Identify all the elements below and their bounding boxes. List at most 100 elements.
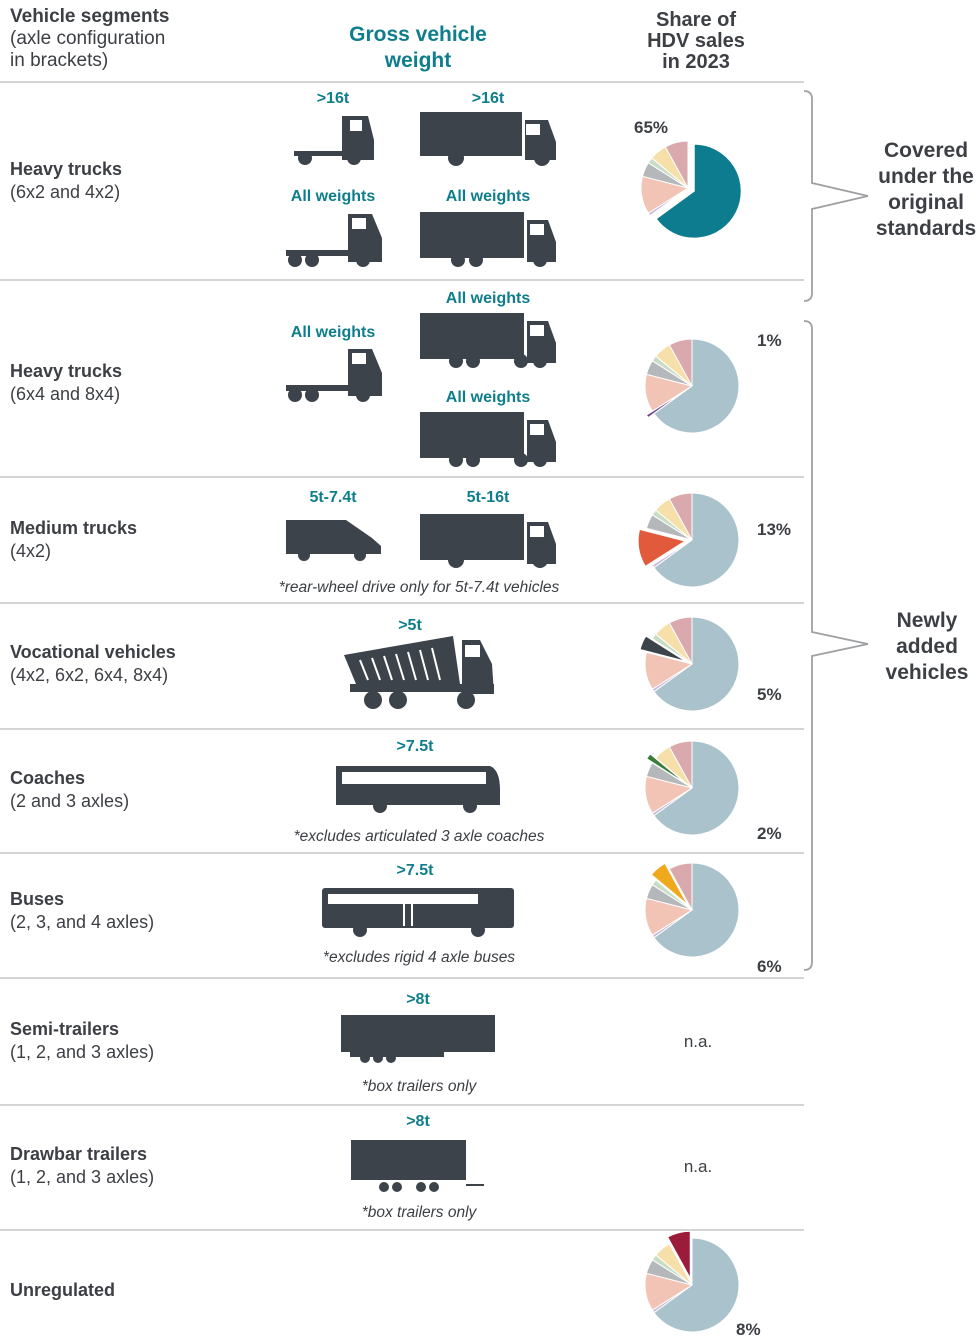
- segment-axles: (6x4 and 8x4): [10, 384, 121, 404]
- group-label-line: vehicles: [885, 661, 969, 684]
- segment-name: Heavy trucks: [10, 361, 123, 381]
- pie-slice: [637, 528, 687, 567]
- row-divider: [0, 1229, 804, 1231]
- row-divider: [0, 1104, 804, 1106]
- share-header: Share of HDV sales in 2023: [630, 10, 762, 73]
- group-label-original: Covered under the original standards: [872, 138, 980, 242]
- pie-slice: [666, 1230, 691, 1279]
- pie-slice: [668, 740, 693, 789]
- row-divider: [0, 977, 804, 979]
- share-label: 65%: [634, 118, 669, 137]
- drawbar-trailer-icon: [351, 1140, 484, 1192]
- pie-slice: [644, 651, 694, 690]
- pie-slice: [653, 1237, 740, 1333]
- segment-axles: (1, 2, and 3 axles): [10, 1167, 155, 1187]
- segment-name: Unregulated: [10, 1280, 116, 1300]
- share-not-available: n.a.: [683, 1157, 713, 1176]
- segments-subtitle-2: in brackets): [10, 50, 109, 71]
- weight-label: All weights: [445, 290, 531, 307]
- pie-slice: [655, 143, 742, 239]
- share-label: 2%: [757, 824, 782, 843]
- bracket-original-standards: [803, 90, 869, 302]
- semi-trailer-icon: [341, 1015, 495, 1063]
- row-footnote: *box trailers only: [361, 1078, 477, 1095]
- share-label: 5%: [757, 685, 782, 704]
- box-truck-icon: [420, 112, 556, 166]
- weight-label: >8t: [406, 1113, 430, 1130]
- segment-name: Semi-trailers: [10, 1019, 120, 1039]
- segment-heavy-trucks-6x2: Heavy trucks (6x2 and 4x2): [10, 158, 122, 204]
- row-footnote: *box trailers only: [361, 1204, 477, 1221]
- pie-slice: [653, 616, 740, 712]
- segment-coaches: Coaches (2 and 3 axles): [10, 767, 129, 813]
- share-not-available: n.a.: [683, 1032, 713, 1051]
- segment-name: Drawbar trailers: [10, 1144, 148, 1164]
- share-header-line3: in 2023: [662, 51, 730, 73]
- segments-subtitle-1: (axle configuration: [10, 28, 166, 49]
- segment-drawbar-trailers: Drawbar trailers (1, 2, and 3 axles): [10, 1143, 154, 1189]
- box-truck-icon: [420, 412, 556, 467]
- row-divider: [0, 602, 804, 604]
- pie-slice: [653, 862, 740, 958]
- pie-slice: [664, 140, 689, 189]
- pie-slice: [655, 1243, 693, 1286]
- segments-title: Vehicle segments: [10, 6, 170, 27]
- box-truck-icon: [420, 313, 556, 368]
- share-label: 13%: [757, 520, 792, 539]
- van-icon: [286, 520, 381, 561]
- segment-axles: (4x2): [10, 541, 52, 561]
- share-label: 6%: [757, 957, 782, 976]
- segment-axles: (2, 3, and 4 axles): [10, 912, 155, 932]
- weight-label: >7.5t: [396, 862, 434, 879]
- group-label-new: Newly added vehicles: [874, 608, 980, 686]
- segment-axles: (1, 2, and 3 axles): [10, 1042, 155, 1062]
- gvw-header-line2: weight: [384, 49, 452, 72]
- segments-header: Vehicle segments (axle configuration in …: [10, 6, 169, 72]
- segment-buses: Buses (2, 3, and 4 axles): [10, 888, 154, 934]
- weight-label: All weights: [290, 324, 376, 341]
- weight-label: All weights: [290, 188, 376, 205]
- pie-slice: [668, 862, 693, 911]
- bracket-newly-added: [803, 320, 869, 971]
- row-footnote: *excludes rigid 4 axle buses: [322, 949, 516, 966]
- pie-slice: [639, 635, 686, 662]
- segment-name: Buses: [10, 889, 65, 909]
- segment-medium-trucks: Medium trucks (4x2): [10, 517, 137, 563]
- group-label-line: added: [896, 635, 958, 658]
- weight-label: 5t-7.4t: [309, 489, 357, 506]
- weight-label: All weights: [445, 389, 531, 406]
- group-label-line: Newly: [896, 609, 958, 632]
- pie-slice: [653, 492, 740, 588]
- pie-slice: [668, 492, 693, 541]
- gvw-header: Gross vehicle weight: [330, 22, 506, 74]
- pie-slice: [650, 862, 688, 905]
- weight-label: >16t: [316, 90, 350, 107]
- segment-semi-trailers: Semi-trailers (1, 2, and 3 axles): [10, 1018, 154, 1064]
- pie-slice: [668, 338, 693, 387]
- weight-label: >7.5t: [396, 738, 434, 755]
- weight-label: >8t: [406, 991, 430, 1008]
- share-label: 1%: [757, 331, 782, 350]
- segment-heavy-trucks-6x4: Heavy trucks (6x4 and 8x4): [10, 360, 122, 406]
- segment-axles: (6x2 and 4x2): [10, 182, 121, 202]
- pie-slice: [651, 539, 693, 569]
- weight-label: All weights: [445, 188, 531, 205]
- pie-slice: [645, 389, 687, 419]
- share-label: 8%: [736, 1320, 761, 1339]
- segment-unregulated: Unregulated: [10, 1279, 115, 1302]
- weight-label: >16t: [471, 90, 505, 107]
- group-label-line: standards: [875, 217, 977, 240]
- segment-axles: (2 and 3 axles): [10, 791, 130, 811]
- row-divider: [0, 279, 804, 281]
- segment-axles: (4x2, 6x2, 6x4, 8x4): [10, 665, 169, 685]
- pie-slice: [668, 616, 693, 665]
- weight-label: >5t: [398, 617, 422, 634]
- row-divider: [0, 476, 804, 478]
- segment-vocational: Vocational vehicles (4x2, 6x2, 6x4, 8x4): [10, 641, 176, 687]
- pie-slice: [651, 879, 693, 911]
- weight-label: 5t-16t: [466, 489, 510, 506]
- segment-name: Vocational vehicles: [10, 642, 176, 662]
